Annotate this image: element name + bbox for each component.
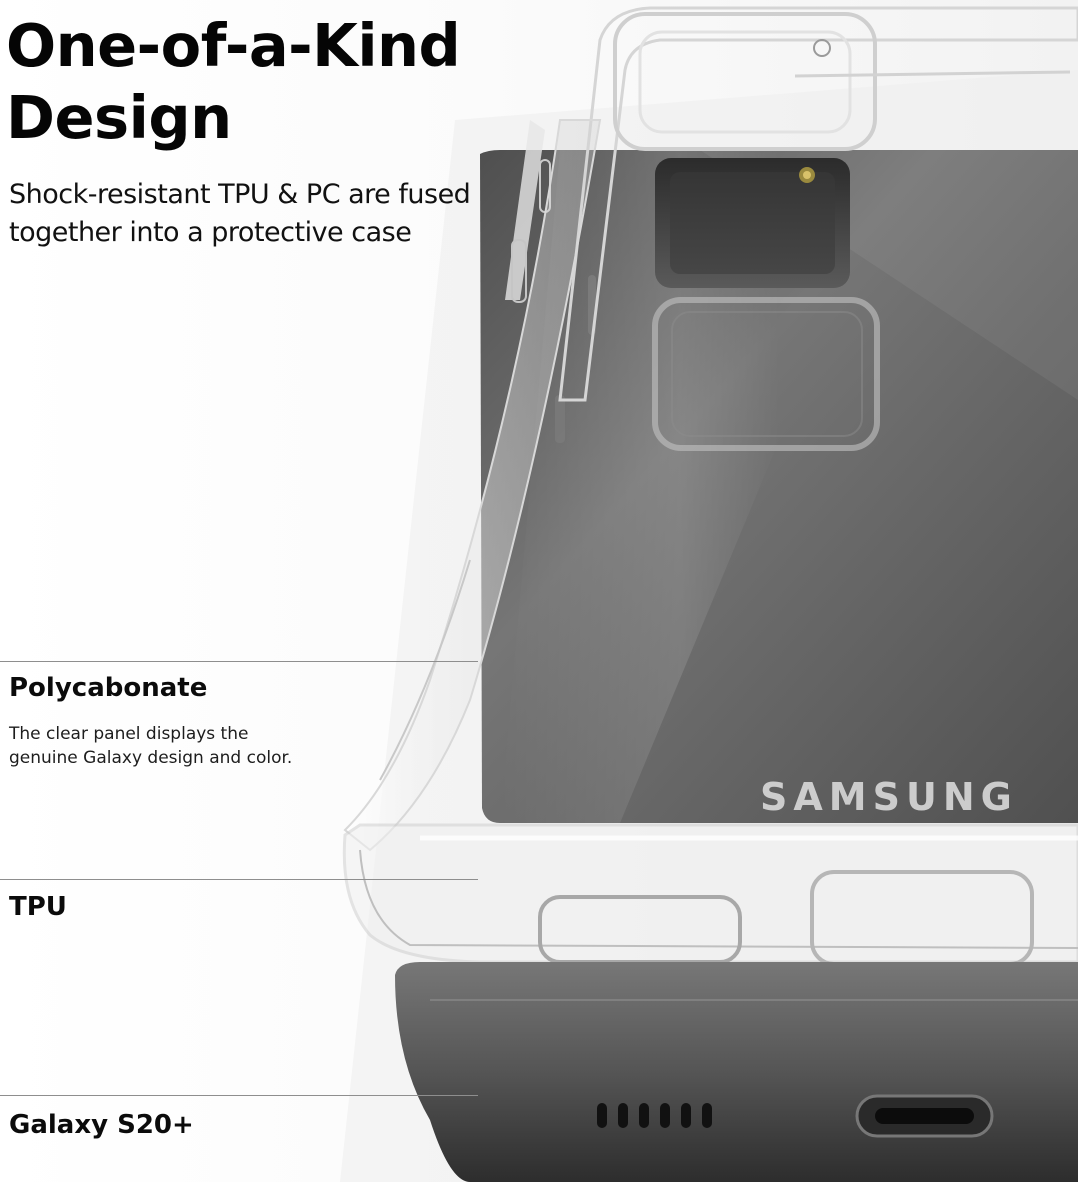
feature-title-polycarbonate: Polycabonate <box>9 673 208 703</box>
subtitle: Shock-resistant TPU & PC are fused toget… <box>9 176 471 252</box>
subtitle-line-1: Shock-resistant TPU & PC are fused <box>9 179 471 210</box>
speaker-grille-icon <box>597 1103 712 1128</box>
feature-title-galaxy-s20-plus: Galaxy S20+ <box>9 1110 194 1140</box>
description-line-1: The clear panel displays the <box>9 724 249 744</box>
callout-line-polycarbonate <box>0 661 478 662</box>
samsung-wordmark: SAMSUNG <box>760 775 1018 819</box>
page-title: One-of-a-Kind Design <box>6 10 461 154</box>
feature-title-tpu: TPU <box>9 892 67 922</box>
callout-line-galaxy <box>0 1095 478 1096</box>
phone-bottom-edge <box>395 962 1078 1182</box>
subtitle-line-2: together into a protective case <box>9 217 412 248</box>
title-line-1: One-of-a-Kind <box>6 11 461 80</box>
case-top-frame <box>505 6 1078 402</box>
title-line-2: Design <box>6 83 232 152</box>
description-line-2: genuine Galaxy design and color. <box>9 748 293 768</box>
case-bottom-bumper <box>342 823 1078 966</box>
callout-line-tpu <box>0 879 478 880</box>
feature-description-polycarbonate: The clear panel displays the genuine Gal… <box>9 722 292 770</box>
camera-module-icon <box>655 158 850 288</box>
usb-c-port-icon <box>855 1094 994 1138</box>
